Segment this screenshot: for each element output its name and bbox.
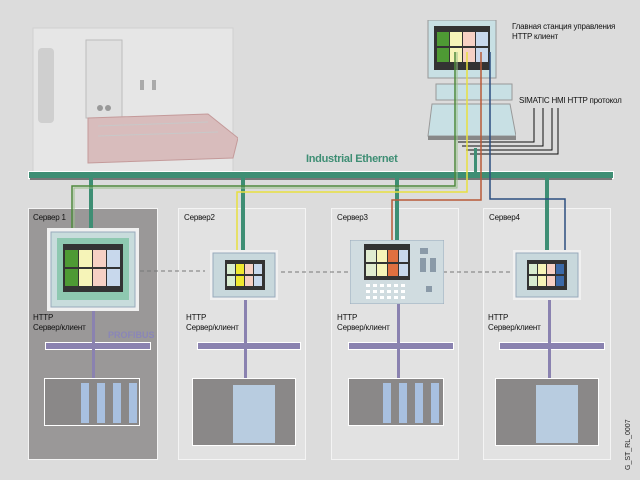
plc-rack-4 bbox=[495, 378, 599, 446]
server-2-role-line2: Сервер/клиент bbox=[186, 323, 239, 332]
main-station-subtitle: HTTP клиент bbox=[512, 32, 559, 41]
server-1-name: Сервер 1 bbox=[33, 213, 66, 222]
background-machine-illustration bbox=[28, 18, 239, 188]
ethernet-bus-shadow bbox=[30, 178, 612, 180]
plc-rack-2 bbox=[192, 378, 296, 446]
profibus-bus-1 bbox=[45, 342, 151, 350]
server-4-name: Сервер4 bbox=[489, 213, 520, 222]
profibus-label: PROFIBUS bbox=[108, 330, 155, 340]
profibus-drop-3 bbox=[397, 304, 400, 380]
image-code: G_ST_RL_0007 bbox=[625, 419, 632, 470]
server-3-key-panel bbox=[349, 239, 445, 305]
main-station-title: Главная станция управления bbox=[512, 22, 616, 31]
server-3-name: Сервер3 bbox=[337, 213, 368, 222]
server-2-touch-panel bbox=[210, 250, 278, 300]
server-2-role-line1: HTTP bbox=[186, 313, 207, 322]
plc-rack-1 bbox=[44, 378, 140, 426]
profibus-bus-4 bbox=[499, 342, 605, 350]
protocol-label: SIMATIC HMI HTTP протокол bbox=[519, 96, 622, 105]
server-1-role-line1: HTTP bbox=[33, 313, 54, 322]
plc-rack-3 bbox=[348, 378, 444, 426]
profibus-bus-2 bbox=[197, 342, 301, 350]
profibus-drop-4 bbox=[548, 300, 551, 378]
server-1-touch-panel bbox=[47, 228, 139, 311]
server-3-role-line1: HTTP bbox=[337, 313, 358, 322]
server-4-touch-panel bbox=[513, 250, 581, 300]
profibus-bus-3 bbox=[348, 342, 454, 350]
server-2-name: Сервер2 bbox=[184, 213, 215, 222]
profibus-drop-1 bbox=[92, 311, 95, 381]
server-4-role-line1: HTTP bbox=[488, 313, 509, 322]
server-1-role-line2: Сервер/клиент bbox=[33, 323, 86, 332]
server-3-role-line2: Сервер/клиент bbox=[337, 323, 390, 332]
profibus-drop-2 bbox=[244, 300, 247, 378]
server-4-role-line2: Сервер/клиент bbox=[488, 323, 541, 332]
protocol-lines bbox=[458, 108, 559, 155]
ethernet-label: Industrial Ethernet bbox=[306, 153, 398, 165]
